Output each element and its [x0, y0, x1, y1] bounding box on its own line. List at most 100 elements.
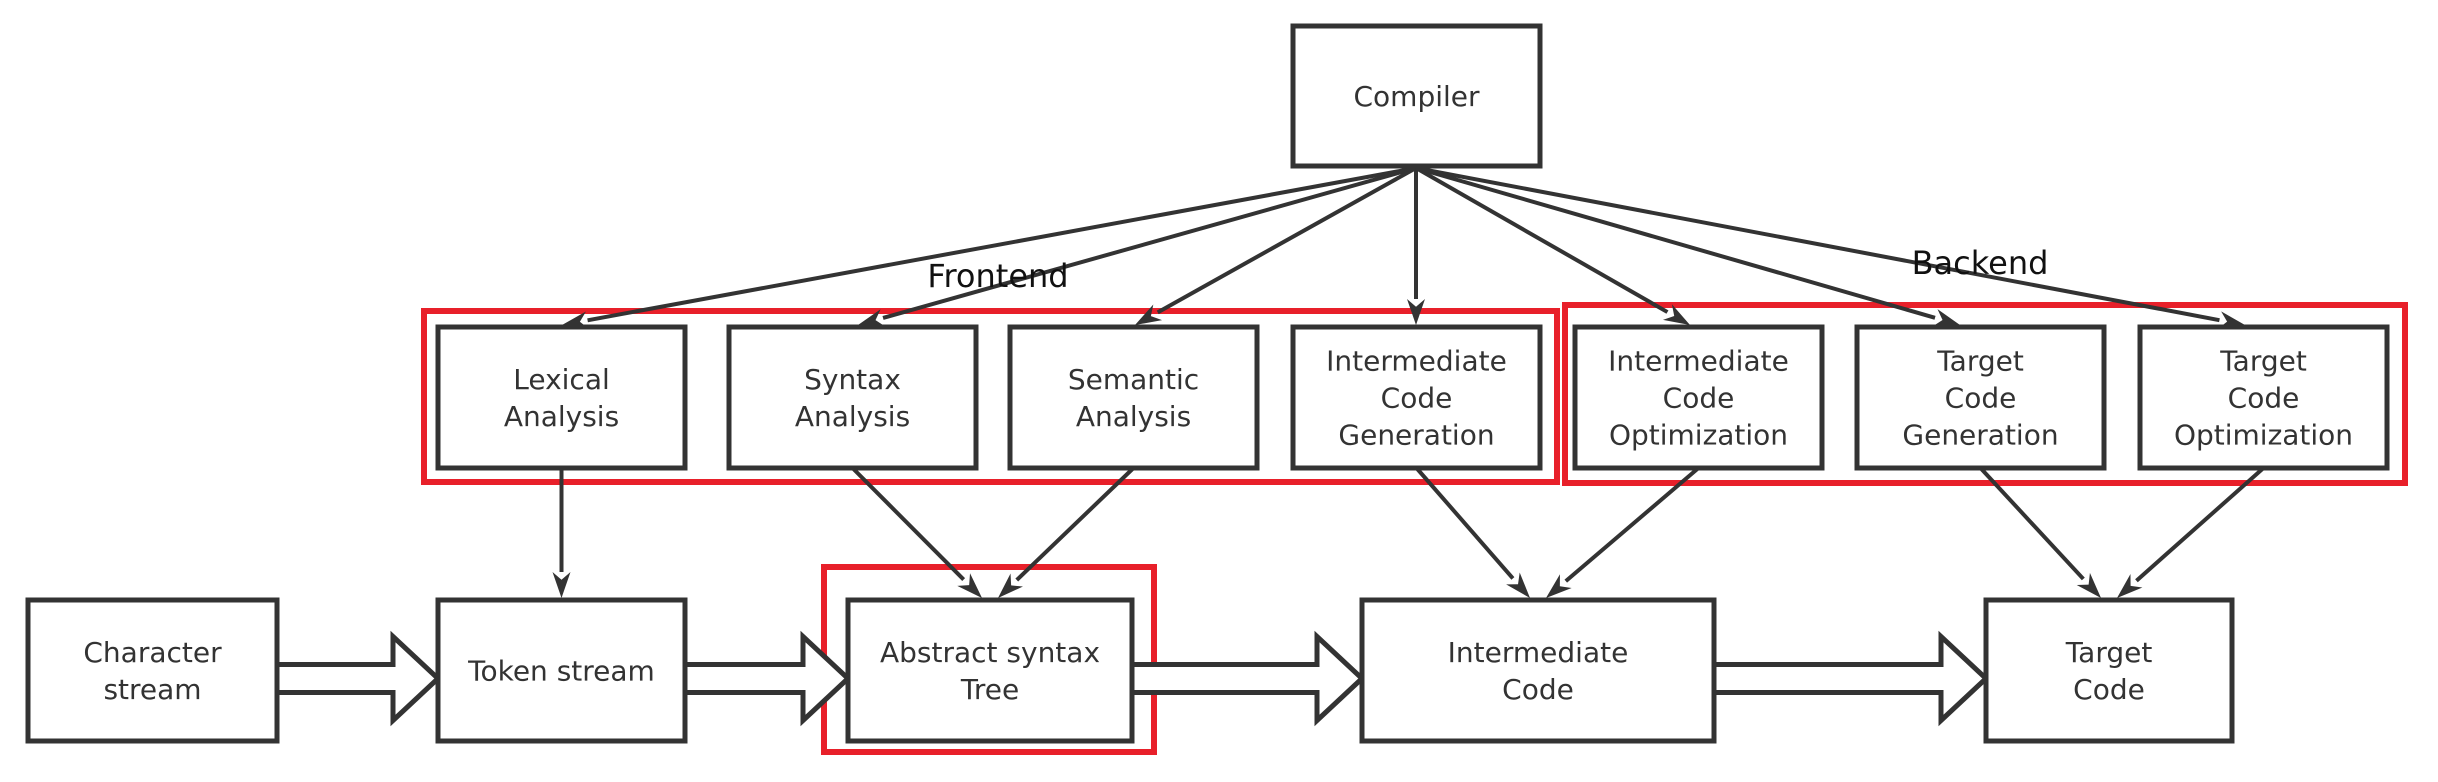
node-box	[435, 597, 688, 744]
edge-line	[1015, 466, 1135, 582]
flow-arrow-ir-to-target	[1714, 630, 1990, 727]
node-label: Generation	[1902, 419, 2058, 452]
node-label: Code	[1945, 382, 2017, 415]
node-label: Code	[1663, 382, 1735, 415]
arrow-head	[1662, 304, 1690, 325]
edge-line	[2135, 466, 2265, 583]
node-label: Code	[2073, 673, 2145, 706]
node-label: Analysis	[1076, 400, 1191, 433]
node-label: Semantic	[1068, 363, 1199, 396]
node-label: Target	[2219, 345, 2307, 378]
node-label: Code	[1381, 382, 1453, 415]
arrow-head	[858, 309, 886, 327]
backend-group-frame	[1562, 302, 2408, 486]
edge-lexical-to-tokens	[552, 468, 571, 598]
edge-line	[882, 166, 1417, 320]
arrow-head	[1932, 309, 1960, 327]
edge-compiler-to-syntax	[858, 166, 1417, 327]
node-tokens: Token stream	[435, 597, 688, 744]
node-label: Optimization	[1609, 419, 1788, 452]
edge-semantic-to-ast	[998, 466, 1135, 598]
node-box	[1854, 324, 2107, 471]
node-label: Analysis	[795, 400, 910, 433]
edge-line	[851, 466, 966, 581]
node-label: Abstract syntax	[880, 636, 1100, 669]
edge-line	[587, 166, 1417, 323]
arrow-head	[1135, 304, 1163, 325]
highlight-layer	[421, 302, 2408, 755]
node-box	[726, 324, 979, 471]
node-label: Character	[83, 636, 222, 669]
node-box	[1572, 324, 1825, 471]
edge-tcg-to-target	[1979, 466, 2101, 598]
edge-icg-to-ir	[1414, 466, 1530, 598]
edge-line	[1979, 466, 2085, 581]
edge-line	[1156, 166, 1417, 315]
node-box	[435, 324, 688, 471]
node-box	[2137, 324, 2390, 471]
node-label: stream	[103, 673, 201, 706]
frontend-label: Frontend	[927, 257, 1068, 295]
edge-compiler-to-icg	[1407, 168, 1425, 325]
arrow-head	[998, 573, 1023, 598]
frontend-group-frame	[421, 308, 1560, 485]
node-label: Intermediate	[1448, 636, 1629, 669]
node-label: Generation	[1338, 419, 1494, 452]
edge-compiler-to-ico	[1415, 166, 1690, 325]
node-label: Token stream	[467, 655, 655, 688]
node-label: Code	[1502, 673, 1574, 706]
node-compiler: Compiler	[1290, 23, 1543, 169]
node-label: Syntax	[804, 363, 901, 396]
edge-compiler-to-lexical	[562, 166, 1417, 330]
node-label: Lexical	[513, 363, 610, 396]
node-box	[1983, 597, 2235, 744]
arrow-head	[1506, 572, 1530, 598]
edge-line	[1414, 466, 1515, 580]
node-label: Target	[1936, 345, 2024, 378]
edge-compiler-to-tcg	[1415, 166, 1960, 327]
edge-tco-to-target	[2117, 466, 2265, 598]
flow-layer	[277, 630, 1990, 727]
edge-line	[1415, 166, 2220, 323]
node-box	[25, 597, 280, 744]
arrow-head	[957, 573, 982, 598]
edge-line	[1564, 466, 1700, 583]
node-box	[845, 597, 1135, 744]
arrow-head	[552, 572, 571, 598]
edge-line	[1415, 166, 1936, 320]
node-label: Target	[2065, 636, 2153, 669]
arrow-head	[2076, 572, 2101, 598]
edge-syntax-to-ast	[851, 466, 982, 598]
node-box	[1290, 23, 1543, 169]
flow-arrow-ast-to-ir	[1132, 630, 1366, 727]
node-label: Code	[2228, 382, 2300, 415]
flow-arrow-chars-to-tokens	[277, 630, 442, 727]
node-chars: Character stream	[25, 597, 280, 744]
edge-ico-to-ir	[1546, 466, 1700, 598]
node-label: Intermediate	[1326, 345, 1507, 378]
node-label: Intermediate	[1608, 345, 1789, 378]
arrow-head	[1407, 299, 1425, 325]
edge-line	[1415, 166, 1669, 314]
node-label: Analysis	[504, 400, 619, 433]
node-label: Optimization	[2174, 419, 2353, 452]
backend-label: Backend	[1912, 244, 2049, 282]
node-label: Tree	[960, 673, 1019, 706]
node-box	[1290, 324, 1543, 471]
node-box	[1359, 597, 1717, 744]
arrow-head	[2117, 574, 2143, 598]
node-label: Compiler	[1353, 80, 1480, 113]
node-box	[1007, 324, 1260, 471]
nodes-layer: CompilerLexicalAnalysisSyntaxAnalysisSem…	[25, 23, 2390, 744]
edges-layer	[552, 166, 2265, 598]
